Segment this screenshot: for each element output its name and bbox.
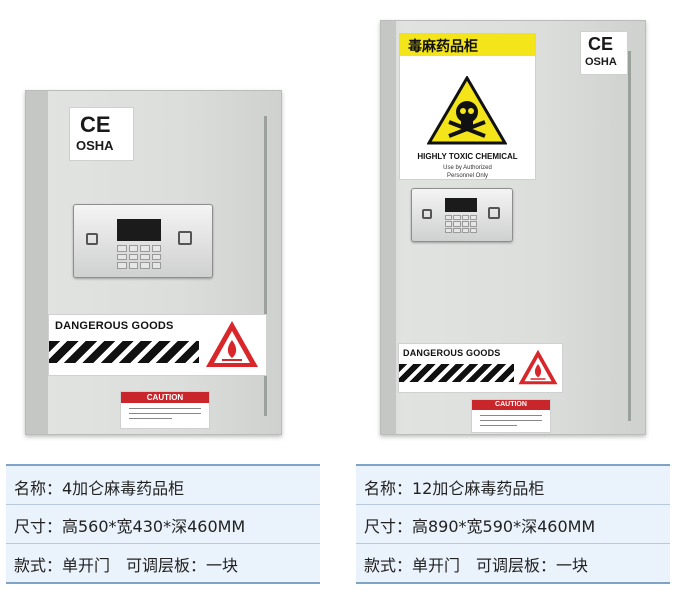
hazard-stripes <box>49 341 199 363</box>
dangerous-goods-label: DANGEROUS GOODS <box>48 314 267 376</box>
dangerous-goods-title: DANGEROUS GOODS <box>403 348 501 358</box>
product-size: 尺寸：高890*宽590*深460MM <box>364 517 596 536</box>
flammable-warning-icon <box>206 321 258 367</box>
flammable-warning-icon <box>518 349 558 385</box>
hazard-stripes <box>399 364 514 382</box>
caution-title: CAUTION <box>472 400 550 410</box>
door-hinge <box>628 51 631 421</box>
ce-mark: CE <box>80 112 111 137</box>
caution-label: CAUTION <box>120 391 210 429</box>
row-divider <box>6 543 320 544</box>
caution-text-lines <box>480 415 542 426</box>
cabinet-12-gallon: CE OSHA 毒麻药品柜 HIGHLY TOXIC CHEMICAL Use … <box>380 20 646 435</box>
ce-osha-label: CE OSHA <box>580 31 628 75</box>
info-box-4-gallon: 名称：4加仑麻毒药品柜 尺寸：高560*宽430*深460MM 款式：单开门 可… <box>6 464 320 584</box>
product-name: 名称：4加仑麻毒药品柜 <box>14 479 185 498</box>
osha-mark: OSHA <box>585 56 617 68</box>
osha-mark: OSHA <box>76 138 114 153</box>
caution-label: CAUTION <box>471 399 551 433</box>
product-style: 款式：单开门 可调层板：一块 <box>14 556 239 575</box>
caution-text-lines <box>129 408 201 419</box>
lock-keypad[interactable] <box>445 215 477 233</box>
keyhole-icon <box>86 233 98 245</box>
electronic-lock[interactable] <box>411 188 513 242</box>
door-hinge <box>264 116 267 416</box>
dangerous-goods-label: DANGEROUS GOODS <box>398 343 563 393</box>
cabinet-side-edge <box>381 21 396 434</box>
ce-osha-label: CE OSHA <box>69 107 134 161</box>
cabinet-side-edge <box>26 91 48 434</box>
keyhole-icon <box>422 209 432 219</box>
toxic-subtitle-1: Use by Authorized <box>443 165 492 171</box>
key-slot-icon <box>488 207 500 219</box>
toxic-title: HIGHLY TOXIC CHEMICAL <box>417 152 518 161</box>
lock-display <box>445 198 477 212</box>
electronic-lock[interactable] <box>73 204 213 278</box>
key-slot-icon <box>178 231 192 245</box>
product-name: 名称：12加仑麻毒药品柜 <box>364 479 545 498</box>
lock-keypad[interactable] <box>117 245 161 269</box>
dangerous-goods-title: DANGEROUS GOODS <box>55 320 174 332</box>
row-divider <box>6 504 320 505</box>
toxic-header-text: 毒麻药品柜 <box>408 39 478 55</box>
product-style: 款式：单开门 可调层板：一块 <box>364 556 589 575</box>
lock-display <box>117 219 161 241</box>
row-divider <box>356 543 670 544</box>
toxic-cabinet-header: 毒麻药品柜 <box>400 34 535 56</box>
skull-crossbones-icon <box>427 76 507 145</box>
cabinet-4-gallon: CE OSHA DANGEROUS GOODS CAUTION <box>25 90 282 435</box>
toxic-chemical-label: 毒麻药品柜 HIGHLY TOXIC CHEMICAL Use by Autho… <box>399 33 536 180</box>
toxic-subtitle-2: Personnel Only <box>446 173 489 179</box>
product-size: 尺寸：高560*宽430*深460MM <box>14 517 246 536</box>
caution-title: CAUTION <box>121 392 209 403</box>
info-box-12-gallon: 名称：12加仑麻毒药品柜 尺寸：高890*宽590*深460MM 款式：单开门 … <box>356 464 670 584</box>
row-divider <box>356 504 670 505</box>
ce-mark: CE <box>588 34 614 54</box>
